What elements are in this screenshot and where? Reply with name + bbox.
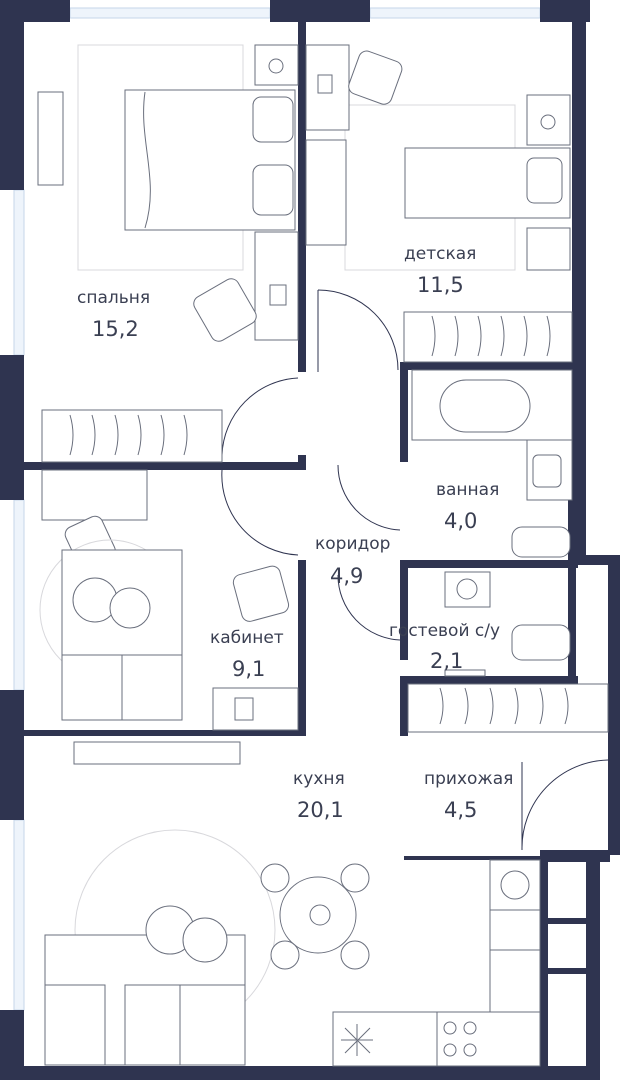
room-area-study: 9,1 (232, 657, 265, 681)
room-area-hallway: 4,5 (444, 798, 477, 822)
bathtub (411, 369, 573, 441)
room-name-bedroom: спальня (77, 288, 150, 308)
kitchen-furniture (44, 741, 541, 1067)
room-name-hallway: прихожая (424, 769, 513, 789)
dining-table (279, 876, 357, 954)
washing-machine (444, 571, 491, 608)
study-furniture (39, 469, 299, 731)
kids-chair (348, 50, 403, 105)
doors (221, 289, 609, 851)
room-name-guest-wc: гостевой с/у (389, 621, 500, 641)
room-area-corridor: 4,9 (330, 564, 363, 588)
room-area-kitchen: 20,1 (297, 798, 344, 822)
room-area-kids: 11,5 (417, 273, 464, 297)
sink (526, 439, 573, 501)
bedroom-furniture (37, 44, 299, 463)
hallway-closet (407, 683, 609, 733)
guest-wc-fixtures (444, 571, 571, 677)
guest-toilet (511, 624, 571, 661)
room-area-guest-wc: 2,1 (430, 649, 463, 673)
hallway-furniture (407, 683, 609, 733)
room-labels: спальня 15,2 детская 11,5 ванная 4,0 кор… (77, 244, 513, 822)
appliance-column (489, 859, 541, 1013)
toilet (511, 526, 571, 558)
room-area-bathroom: 4,0 (444, 509, 477, 533)
room-name-kids: детская (404, 244, 476, 264)
room-name-corridor: коридор (315, 534, 390, 554)
armchair (193, 278, 257, 342)
desk (254, 231, 299, 341)
kids-closet (403, 311, 573, 363)
study-armchair (232, 565, 290, 622)
room-area-bedroom: 15,2 (92, 317, 139, 341)
study-desk (41, 469, 148, 521)
room-name-kitchen: кухня (293, 769, 345, 789)
room-name-study: кабинет (210, 628, 284, 648)
wardrobe (37, 91, 64, 186)
bathroom-fixtures (411, 369, 573, 558)
room-name-bathroom: ванная (436, 480, 499, 500)
tv-stand (73, 741, 241, 765)
closet (41, 409, 223, 463)
kids-furniture (305, 44, 573, 363)
